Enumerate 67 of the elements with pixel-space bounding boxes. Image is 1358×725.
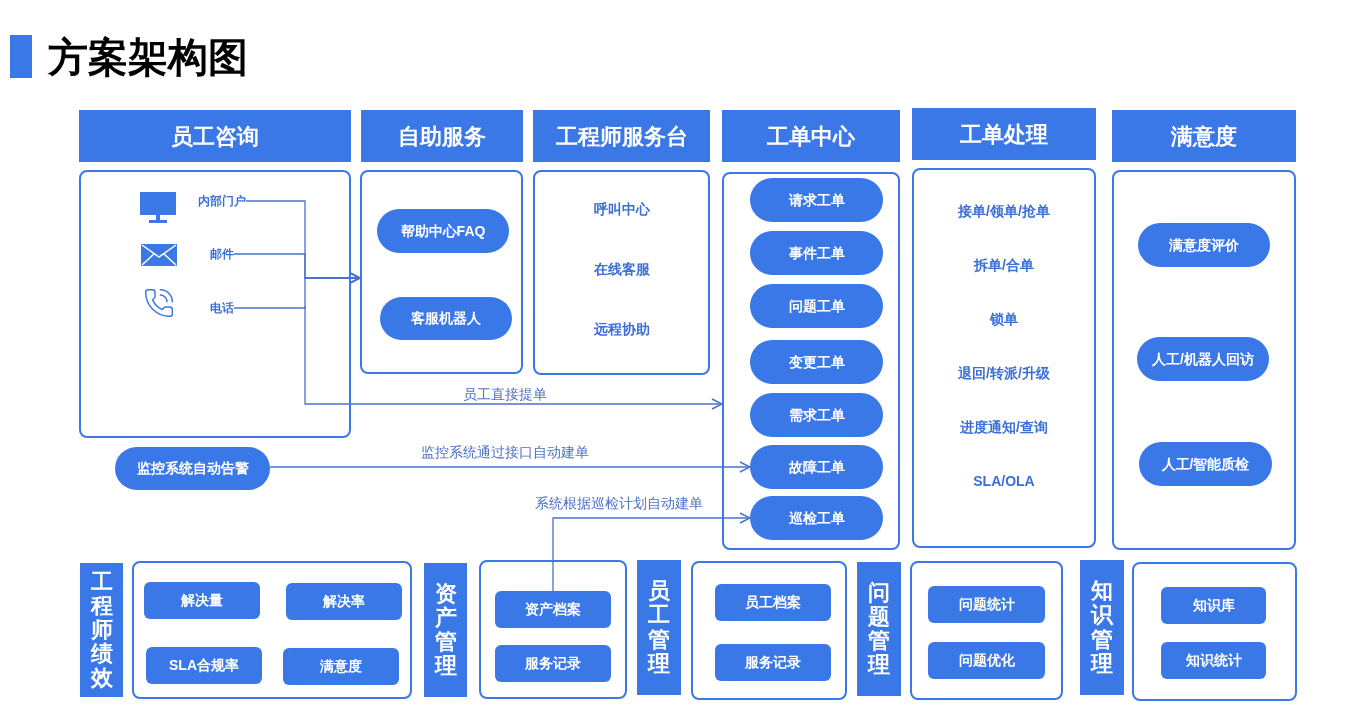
item-text: 接单/领单/抢单 [958,202,1050,221]
function-tile: 解决量 [144,582,260,619]
item-text: 锁单 [990,310,1018,329]
arrow [552,512,751,592]
function-tile: 服务记录 [715,644,831,681]
item-text: 呼叫中心 [593,200,650,219]
vertical-title-band: 员工管理 [637,560,681,695]
function-tile: 问题统计 [928,586,1045,623]
rounded-pill: 人工/机器人回访 [1137,337,1269,381]
section-header: 满意度 [1112,110,1296,162]
item-text: SLA/OLA [973,472,1035,491]
function-tile: 服务记录 [495,645,611,682]
rounded-pill: 监控系统自动告警 [115,447,270,490]
function-tile: 知识库 [1161,587,1266,624]
rounded-pill: 变更工单 [750,340,883,384]
item-text: 进度通知/查询 [960,418,1048,437]
section-header: 工单处理 [912,108,1096,160]
section-header: 工单中心 [722,110,900,162]
group-panel [360,170,523,374]
item-text: 拆单/合单 [974,256,1034,275]
group-panel [79,170,351,438]
function-tile: 满意度 [283,648,399,685]
arrow [269,461,751,473]
page-title: 方案架构图 [48,34,248,81]
group-panel [479,560,627,699]
group-panel [912,168,1096,548]
function-tile: 解决率 [286,583,402,620]
group-panel [1112,170,1296,550]
item-text: 在线客服 [593,260,650,279]
edge-label: 员工直接提单 [461,385,549,403]
edge-label: 监控系统通过接口自动建单 [419,443,591,461]
edge-label: 系统根据巡检计划自动建单 [533,494,705,512]
rounded-pill: 事件工单 [750,231,883,275]
group-panel [1132,562,1297,701]
section-header: 工程师服务台 [533,110,710,162]
vertical-title-band: 工程师绩效 [80,563,123,697]
rounded-pill: 帮助中心FAQ [377,209,509,253]
section-header: 员工咨询 [79,110,351,162]
vertical-title-band: 资产管理 [424,563,467,697]
arrow [233,272,361,309]
group-panel [691,561,847,700]
group-panel [533,170,710,375]
rounded-pill: 人工/智能质检 [1139,442,1272,486]
channel-label: 邮件 [210,246,234,262]
function-tile: 员工档案 [715,584,831,621]
item-text: 退回/转派/升级 [958,364,1050,383]
function-tile: SLA合规率 [146,647,262,684]
function-tile: 知识统计 [1161,642,1266,679]
rounded-pill: 巡检工单 [750,496,883,540]
channel-label: 电话 [210,300,234,316]
item-text: 远程协助 [593,320,650,339]
channel-label: 内部门户 [198,193,246,209]
rounded-pill: 需求工单 [750,393,883,437]
rounded-pill: 问题工单 [750,284,883,328]
rounded-pill: 满意度评价 [1138,223,1270,267]
rounded-pill: 客服机器人 [380,297,512,340]
function-tile: 资产档案 [495,591,611,628]
vertical-title-band: 问题管理 [857,562,901,696]
vertical-title-band: 知识管理 [1080,560,1124,695]
function-tile: 问题优化 [928,642,1045,679]
arrow [304,305,723,410]
group-panel [910,561,1063,700]
rounded-pill: 请求工单 [750,178,883,222]
group-panel [722,172,900,550]
rounded-pill: 故障工单 [750,445,883,489]
group-panel [132,561,412,699]
section-header: 自助服务 [361,110,523,162]
